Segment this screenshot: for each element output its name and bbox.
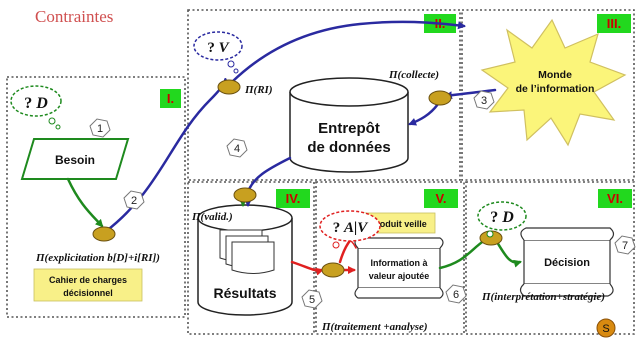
step-4-shape xyxy=(226,138,248,158)
phase-label-III: III. xyxy=(597,14,631,33)
information-label-2: valeur ajoutée xyxy=(369,271,430,281)
arrow-interpretation-to-decision xyxy=(495,240,522,268)
cloud-d2: ? D xyxy=(477,201,527,238)
pi-node-ri xyxy=(217,79,241,95)
cahier-label-2: décisionnel xyxy=(63,288,113,298)
step-1-shape xyxy=(89,118,111,138)
cahier-label-1: Cahier de charges xyxy=(49,275,127,285)
arrow-collecte-to-entrepot xyxy=(408,102,440,126)
region-V xyxy=(315,181,465,335)
pi-label-valid: Π(valid.) xyxy=(191,211,233,223)
svg-text:VI.: VI. xyxy=(607,191,623,206)
resultats-documents xyxy=(219,229,275,274)
step-6-label: 6 xyxy=(453,289,459,301)
svg-text:I.: I. xyxy=(167,91,174,106)
pi-node-valid xyxy=(233,187,257,203)
svg-text:V.: V. xyxy=(435,191,446,206)
step-5-label: 5 xyxy=(309,294,315,306)
svg-text:? D: ? D xyxy=(490,209,514,226)
decision-label: Décision xyxy=(544,257,590,269)
information-scroll: Information à valeur ajoutée xyxy=(354,237,444,299)
svg-text:S: S xyxy=(602,323,609,335)
information-label-1: Information à xyxy=(370,258,428,268)
besoin-label: Besoin xyxy=(55,153,95,167)
pi-node-traitement xyxy=(321,262,345,278)
step-7-label: 7 xyxy=(622,240,628,252)
region-VI xyxy=(465,181,635,335)
step-4-label: 4 xyxy=(234,143,240,155)
decision-scroll: Décision xyxy=(519,227,615,297)
step-6-shape xyxy=(445,284,467,304)
pi-label-collecte: Π(collecte) xyxy=(388,69,439,81)
resultats-label: Résultats xyxy=(213,285,276,301)
phase-label-V: V. xyxy=(424,189,458,208)
pi-node-collecte xyxy=(428,90,452,106)
svg-text:IV.: IV. xyxy=(286,191,301,206)
cloud-d1: ? D xyxy=(10,85,62,130)
pi-node-explicitation xyxy=(92,226,116,242)
pi-label-interpretation: Π(interprétation+stratégie) xyxy=(481,291,605,303)
svg-text:? V: ? V xyxy=(207,40,230,56)
region-I xyxy=(6,76,186,318)
s-badge: S xyxy=(596,318,616,338)
phase-label-VI: VI. xyxy=(598,189,632,208)
pi-label-ri: Π(RI) xyxy=(244,84,273,96)
monde-label-2: de l’information xyxy=(516,83,595,95)
header-text: Contraintes xyxy=(35,7,113,26)
pi-label-traitement: Π(traitement +analyse) xyxy=(321,321,428,333)
step-2-label: 2 xyxy=(131,195,137,207)
step-3-shape xyxy=(473,90,495,110)
cloud-v: ? V xyxy=(193,31,243,74)
arrow-besoin-to-explicitation xyxy=(66,177,104,228)
arrow-info-to-interpretation xyxy=(438,238,487,270)
entrepot-label-2: de données xyxy=(307,139,390,156)
step-markers xyxy=(89,90,636,309)
entrepot-cylinder: Entrepôt de données xyxy=(289,77,409,173)
phase-label-I: I. xyxy=(160,89,181,108)
pi-nodes xyxy=(92,79,503,278)
region-IV xyxy=(187,181,315,335)
pi-label-explicitation: Π(explicitation b[D]+i[RI]) xyxy=(35,252,160,264)
entrepot-label-1: Entrepôt xyxy=(318,120,380,137)
step-5-shape xyxy=(301,289,323,309)
monde-label-1: Monde xyxy=(538,69,572,81)
svg-text:? D: ? D xyxy=(24,95,48,112)
cloud-av: ? A|V xyxy=(319,210,381,249)
step-3-label: 3 xyxy=(481,95,487,107)
step-7-shape xyxy=(614,235,636,255)
monde-information-star: Monde de l’information xyxy=(480,18,627,147)
arrow-resultats-to-traitement xyxy=(290,260,324,276)
svg-text:? A|V: ? A|V xyxy=(333,220,370,236)
cahier-charges-note: Cahier de charges décisionnel xyxy=(33,268,143,302)
arrow-ri-to-monde xyxy=(230,20,466,84)
besoin-shape: Besoin xyxy=(20,138,130,180)
phase-label-IV: IV. xyxy=(276,189,310,208)
svg-text:III.: III. xyxy=(607,16,621,31)
svg-text:Produit veille: Produit veille xyxy=(370,219,427,229)
step-2-shape xyxy=(123,190,145,210)
step-1-label: 1 xyxy=(97,123,103,135)
